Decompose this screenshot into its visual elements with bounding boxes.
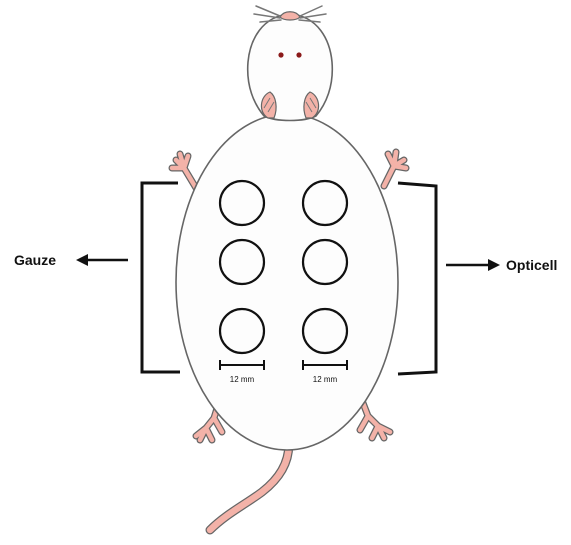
scale-bar-right-label: 12 mm [313, 375, 338, 384]
front-leg-right [384, 152, 406, 186]
label-opticell: Opticell [506, 257, 557, 273]
nose [280, 12, 300, 20]
bracket-left [142, 183, 180, 372]
eye-right [296, 52, 301, 57]
arrow-left [76, 254, 128, 266]
arrow-right [446, 259, 500, 271]
rat-head [248, 14, 333, 121]
rat-body [176, 114, 398, 450]
scale-bar-left-label: 12 mm [230, 375, 255, 384]
label-gauze: Gauze [14, 252, 56, 268]
bracket-right [398, 183, 436, 374]
eye-left [278, 52, 283, 57]
